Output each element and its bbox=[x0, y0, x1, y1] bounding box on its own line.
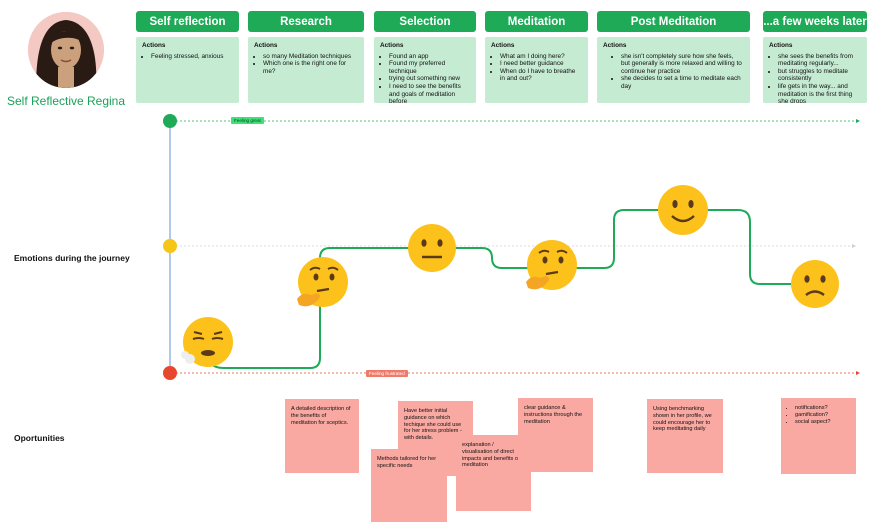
frustrated-marker bbox=[163, 366, 177, 380]
feeling-frustrated-tag: Feeling frustrated bbox=[366, 370, 408, 377]
action-item: Feeling stressed, anxious bbox=[151, 53, 233, 61]
opportunity-item: social aspect? bbox=[795, 419, 850, 426]
actions-title: Actions bbox=[380, 42, 404, 49]
stage-meditation: Meditation bbox=[485, 11, 588, 32]
opportunity-note: Methods tailored for her specific needs bbox=[371, 449, 447, 522]
exhausted-face-icon bbox=[181, 317, 233, 367]
actions-card: Actions Feeling stressed, anxious bbox=[136, 37, 239, 103]
actions-card: Actions What am I doing here? I need bet… bbox=[485, 37, 588, 103]
arrow-head-icon bbox=[856, 119, 860, 123]
opportunity-item: gamification? bbox=[795, 412, 850, 419]
arrow-head-icon bbox=[856, 371, 860, 375]
row-label-emotions: Emotions during the journey bbox=[14, 253, 130, 263]
actions-title: Actions bbox=[491, 42, 515, 49]
actions-title: Actions bbox=[142, 42, 166, 49]
persona-name: Self Reflective Regina bbox=[6, 94, 126, 108]
thinking-face-icon bbox=[526, 240, 577, 290]
neutral-face-icon bbox=[408, 224, 456, 272]
action-item: she isn't completely sure how she feels,… bbox=[621, 53, 744, 76]
neutral-marker bbox=[163, 239, 177, 253]
smiling-face-icon bbox=[658, 185, 708, 235]
stage-research: Research bbox=[248, 11, 364, 32]
action-item: Found an app bbox=[389, 53, 470, 61]
actions-title: Actions bbox=[254, 42, 278, 49]
stage-self-reflection: Self reflection bbox=[136, 11, 239, 32]
action-item: I need better guidance bbox=[500, 60, 582, 68]
action-item: so many Meditation techniques bbox=[263, 53, 358, 61]
opportunity-note: A detailed description of the benefits o… bbox=[285, 399, 359, 473]
feeling-great-tag: Feeling great bbox=[231, 117, 264, 124]
actions-title: Actions bbox=[769, 42, 793, 49]
action-item: Which one is the right one for me? bbox=[263, 60, 358, 75]
actions-title: Actions bbox=[603, 42, 627, 49]
actions-card: Actions she isn't completely sure how sh… bbox=[597, 37, 750, 103]
stage-post-meditation: Post Meditation bbox=[597, 11, 750, 32]
action-item: trying out something new bbox=[389, 75, 470, 83]
stage-selection: Selection bbox=[374, 11, 476, 32]
action-item: What am I doing here? bbox=[500, 53, 582, 61]
persona-avatar bbox=[28, 12, 104, 88]
stage-few-weeks-later: ...a few weeks later bbox=[763, 11, 867, 32]
opportunity-item: notifications? bbox=[795, 405, 850, 412]
thinking-face-icon bbox=[297, 257, 348, 307]
row-label-opportunities: Oportunities bbox=[14, 433, 65, 443]
action-item: she decides to set a time to meditate ea… bbox=[621, 75, 744, 90]
action-item: When do I have to breathe in and out? bbox=[500, 68, 582, 83]
action-item: Found my preferred technique bbox=[389, 60, 470, 75]
opportunity-note: notifications? gamification? social aspe… bbox=[781, 398, 856, 474]
action-item: life gets in the way... and meditation i… bbox=[778, 83, 861, 103]
emotion-path bbox=[205, 209, 792, 369]
great-marker bbox=[163, 114, 177, 128]
actions-card: Actions so many Meditation techniques Wh… bbox=[248, 37, 364, 103]
opportunity-note: Using benchmarking shown in her profile,… bbox=[647, 399, 723, 473]
actions-card: Actions Found an app Found my preferred … bbox=[374, 37, 476, 103]
action-item: I need to see the benefits and goals of … bbox=[389, 83, 470, 103]
arrow-head-icon bbox=[852, 244, 856, 248]
action-item: but struggles to meditate consistently bbox=[778, 68, 861, 83]
frowning-face-icon bbox=[791, 260, 839, 308]
opportunity-note: clear guidance & instructions through th… bbox=[518, 398, 593, 472]
actions-card: Actions she sees the benefits from medit… bbox=[763, 37, 867, 103]
action-item: she sees the benefits from meditating re… bbox=[778, 53, 861, 68]
